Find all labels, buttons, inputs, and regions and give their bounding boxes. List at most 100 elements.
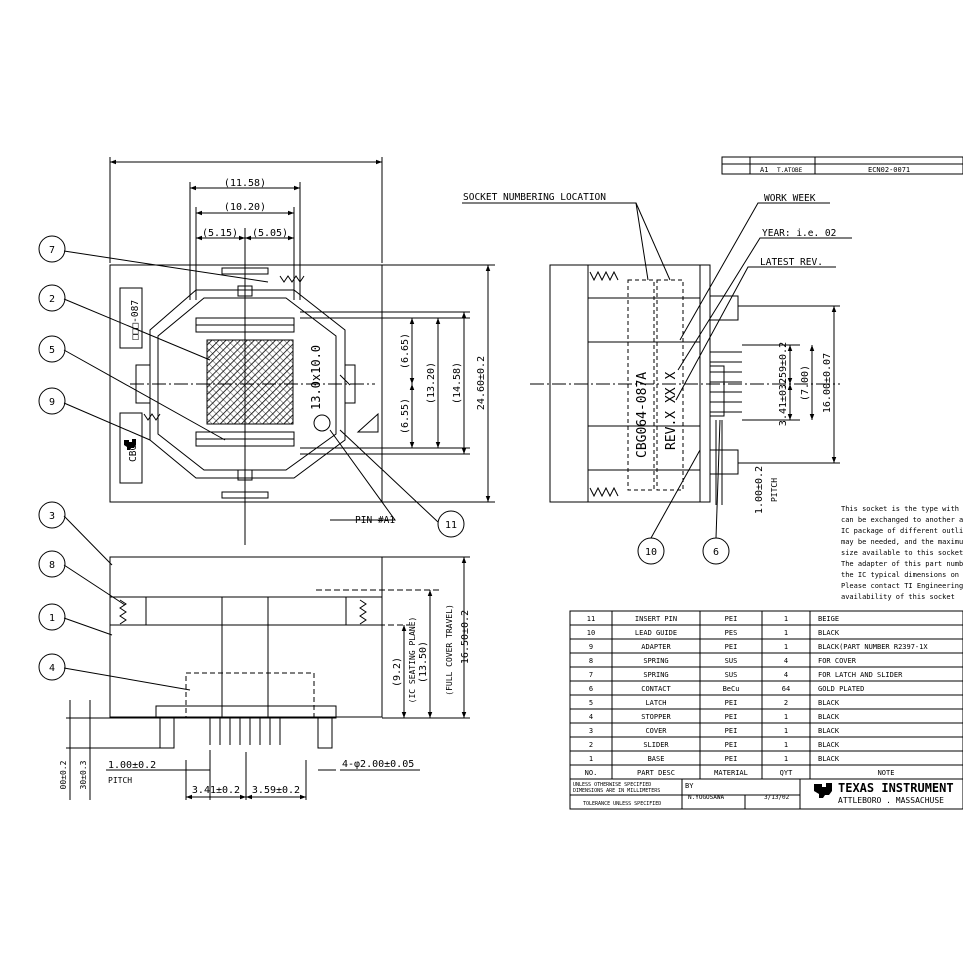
dim-3-41-side: 3.41±0.2 — [778, 378, 789, 426]
note-line: This socket is the type with a — [841, 505, 963, 513]
callout-4: 4 — [49, 663, 55, 674]
table-cell: 5 — [589, 699, 593, 707]
table-cell: 1 — [784, 615, 788, 623]
table-cell: 2 — [784, 699, 788, 707]
table-cell: 4 — [589, 713, 593, 721]
table-cell: SUS — [725, 657, 738, 665]
table-cell: LEAD GUIDE — [635, 629, 677, 637]
table-cell: 9 — [589, 643, 593, 651]
table-cell: BLACK(PART NUMBER R2397-1X — [818, 643, 928, 651]
dim-11-58: (11.58) — [224, 178, 266, 189]
dim-14-58: (14.58) — [452, 362, 463, 404]
callout-2: 2 — [49, 294, 55, 305]
dim-3-41-bottom: 3.41±0.2 — [192, 785, 240, 796]
table-cell: BeCu — [723, 685, 740, 693]
note-line: availability of this socket — [841, 593, 955, 601]
table-cell: GOLD PLATED — [818, 685, 864, 693]
dim-10-20: (10.20) — [224, 202, 266, 213]
callout-1: 1 — [49, 613, 55, 624]
socket-code: CBG064-087A — [635, 372, 650, 458]
callout-3: 3 — [49, 511, 55, 522]
pitch-side: PITCH — [770, 478, 779, 502]
by-label: BY — [685, 782, 694, 790]
full-cover-travel: (FULL COVER TRAVEL) — [445, 604, 454, 696]
package-size-label: 13.0x10.0 — [309, 345, 323, 410]
callout-leaders — [63, 250, 721, 691]
pitch-bottom: PITCH — [108, 776, 132, 785]
tolerance-label: TOLERANCE UNLESS SPECIFIED — [583, 801, 661, 807]
callout-5: 5 — [49, 345, 55, 356]
table-cell: 1 — [784, 727, 788, 735]
front-view — [66, 556, 470, 800]
table-cell: BLACK — [818, 629, 840, 637]
table-cell: BEIGE — [818, 615, 839, 623]
ti-logo-small-icon — [124, 439, 136, 450]
top-view — [109, 157, 495, 545]
table-cell: INSERT PIN — [635, 615, 677, 623]
dim-6-65: (6.65) — [400, 333, 411, 369]
dim-3-59-side: 3.59±0.2 — [778, 342, 789, 390]
table-cell: LATCH — [645, 699, 666, 707]
table-header: NO. — [585, 769, 598, 777]
table-header: MATERIAL — [714, 769, 748, 777]
table-cell: 64 — [782, 685, 790, 693]
pin-a1-label: PIN #A1 — [355, 515, 395, 526]
rev-code: REV.X XX X — [664, 372, 679, 450]
company-location: ATTLEBORO . MASSACHUSE — [838, 796, 944, 805]
dim-5-15: (5.15) — [202, 228, 238, 239]
socket-numbering-location: SOCKET NUMBERING LOCATION — [463, 192, 606, 203]
callout-9: 9 — [49, 397, 55, 408]
dim-13-20: (13.20) — [426, 362, 437, 404]
table-cell: BLACK — [818, 755, 840, 763]
ic-seating-plane: (IC SEATING PLANE) — [408, 617, 417, 704]
table-cell: SPRING — [643, 671, 668, 679]
unless-specified: UNLESS OTHERWISE SPECIFIED — [573, 782, 651, 788]
dim-30-03: 30±0.3 — [79, 760, 88, 789]
dim-7-00: (7.00) — [800, 365, 811, 401]
dim-1-00-side: 1.00±0.2 — [754, 466, 765, 514]
table-cell: BLACK — [818, 741, 840, 749]
small-part-label: □□□-087 — [130, 300, 141, 340]
cbg-label: CBG — [128, 445, 139, 462]
year-label: YEAR: i.e. 02 — [762, 228, 836, 239]
dim-16-00: 16.00±0.07 — [822, 353, 833, 413]
table-cell: 11 — [587, 615, 595, 623]
table-cell: 10 — [587, 629, 595, 637]
table-cell: SPRING — [643, 657, 668, 665]
table-cell: BLACK — [818, 727, 840, 735]
table-cell: PEI — [725, 741, 738, 749]
work-week-label: WORK WEEK — [764, 193, 816, 204]
table-cell: PEI — [725, 699, 738, 707]
revision-table — [721, 156, 963, 175]
table-header: QYT — [780, 769, 793, 777]
dim-16-50: 16.50±0.2 — [460, 610, 471, 664]
table-cell: 2 — [589, 741, 593, 749]
table-cell: PEI — [725, 615, 738, 623]
dim-5-05: (5.05) — [252, 228, 288, 239]
dim-00-02: 00±0.2 — [59, 760, 68, 789]
table-cell: 1 — [784, 741, 788, 749]
table-cell: 1 — [784, 629, 788, 637]
callout-6: 6 — [713, 547, 719, 558]
dims-in-mm: DIMENSIONS ARE IN MILLIMETERS — [573, 788, 660, 794]
note-line: may be needed, and the maximum — [841, 538, 963, 546]
table-cell: SUS — [725, 671, 738, 679]
dim-3-59-bottom: 3.59±0.2 — [252, 785, 300, 796]
table-cell: 1 — [784, 643, 788, 651]
table-cell: CONTACT — [641, 685, 671, 693]
table-cell: BLACK — [818, 713, 840, 721]
table-cell: PEI — [725, 643, 738, 651]
table-cell: ADAPTER — [641, 643, 671, 651]
ti-logo-icon — [814, 783, 832, 798]
callout-11: 11 — [445, 520, 457, 531]
rev-id: A1 — [760, 166, 768, 174]
table-cell: PEI — [725, 727, 738, 735]
note-line: The adapter of this part numb — [841, 560, 963, 568]
note-line: size available to this socket — [841, 549, 963, 557]
table-cell: PEI — [725, 755, 738, 763]
note-block: This socket is the type with a can be ex… — [841, 505, 963, 601]
table-cell: PEI — [725, 713, 738, 721]
drawn-date: 3/13/02 — [764, 794, 790, 801]
